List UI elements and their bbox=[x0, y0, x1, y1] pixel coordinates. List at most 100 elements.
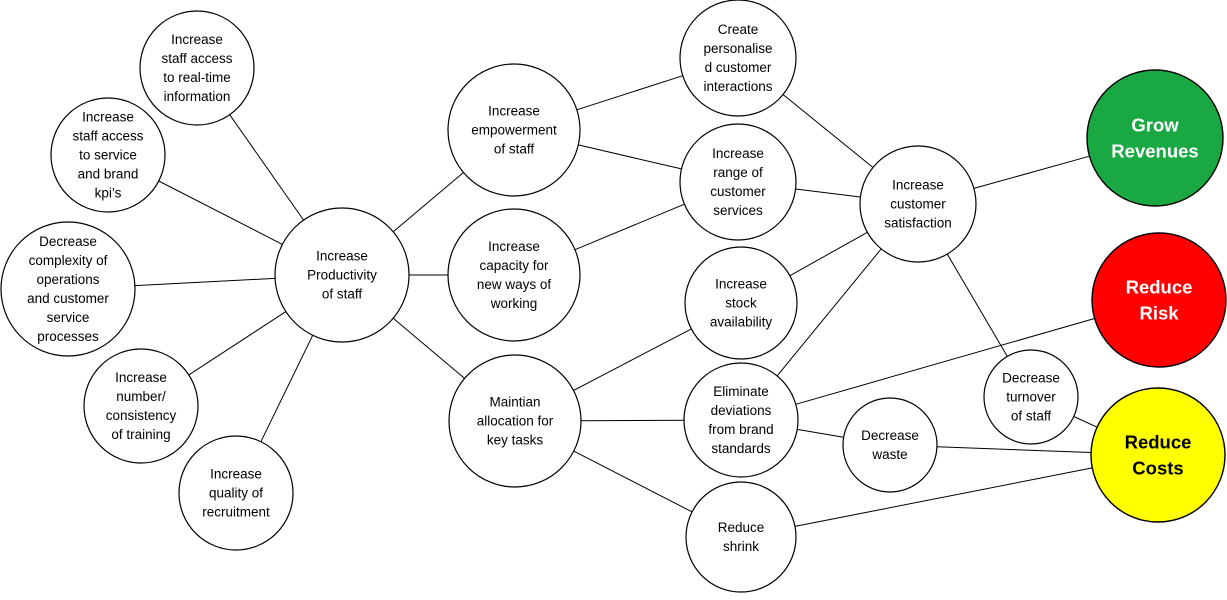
node-capacity-label-line: working bbox=[490, 296, 538, 311]
node-personal-circle bbox=[679, 0, 797, 117]
node-recruit-label-line: Increase bbox=[210, 467, 262, 482]
node-personal-label-line: personalise bbox=[703, 41, 772, 56]
node-complexity-label-line: complexity of bbox=[29, 253, 108, 268]
edge-capacity-to-range bbox=[574, 203, 685, 251]
node-productivity-label-line: Productivity bbox=[307, 268, 377, 283]
edge-allocation-to-stock bbox=[573, 328, 692, 391]
edge-deviations-to-satisfaction bbox=[776, 248, 882, 377]
node-waste-label-line: waste bbox=[871, 447, 907, 462]
node-satisfaction-label-line: Increase bbox=[892, 178, 944, 193]
node-realtime-label-line: Increase bbox=[171, 32, 223, 47]
node-allocation-circle bbox=[448, 354, 582, 488]
node-risk-circle bbox=[1091, 232, 1227, 368]
node-shrink-label-line: Reduce bbox=[718, 520, 765, 535]
node-empower-circle bbox=[447, 63, 581, 197]
node-training-label-line: of training bbox=[111, 427, 170, 442]
node-deviations-circle bbox=[683, 362, 799, 478]
edge-deviations-to-risk bbox=[795, 318, 1095, 405]
node-productivity-label-line: of staff bbox=[322, 287, 363, 302]
edge-satisfaction-to-turnover bbox=[946, 253, 1008, 357]
node-complexity-label-line: processes bbox=[37, 329, 99, 344]
node-shrink-label-line: shrink bbox=[723, 539, 759, 554]
node-shrink: Reduce shrink bbox=[685, 481, 797, 593]
edge-productivity-to-empower bbox=[392, 172, 464, 233]
node-costs-label-line: Reduce bbox=[1125, 432, 1192, 453]
node-realtime-label-line: staff access bbox=[161, 51, 232, 66]
node-satisfaction-label-line: customer bbox=[890, 197, 946, 212]
node-servicekpi-label-line: and brand bbox=[78, 167, 139, 182]
node-realtime-label-line: to real-time bbox=[163, 70, 231, 85]
node-allocation: Maintian allocation for key tasks bbox=[448, 354, 582, 488]
node-personal-label-line: d customer bbox=[705, 60, 772, 75]
node-shrink-circle bbox=[685, 481, 797, 593]
edge-productivity-to-complexity bbox=[134, 277, 276, 287]
node-stock-label-line: Increase bbox=[715, 277, 767, 292]
node-servicekpi-label-line: staff access bbox=[72, 129, 143, 144]
node-deviations-label-line: from brand bbox=[708, 422, 773, 437]
edge-productivity-to-allocation bbox=[392, 317, 465, 379]
node-waste-circle bbox=[842, 397, 938, 493]
node-recruit-circle bbox=[178, 435, 294, 551]
node-training-label-line: number/ bbox=[116, 389, 166, 404]
node-allocation-label-line: key tasks bbox=[487, 433, 544, 448]
node-realtime-circle bbox=[139, 10, 255, 126]
node-capacity-label-line: capacity for bbox=[479, 258, 549, 273]
edge-productivity-to-servicekpi bbox=[158, 180, 283, 245]
node-turnover-circle bbox=[983, 349, 1079, 445]
edge-empower-to-personal bbox=[576, 75, 683, 111]
node-range-label-line: range of bbox=[713, 165, 763, 180]
node-turnover-label-line: turnover bbox=[1006, 390, 1056, 405]
node-deviations-label-line: standards bbox=[711, 441, 771, 456]
node-training-label-line: consistency bbox=[106, 408, 177, 423]
edge-productivity-to-realtime bbox=[229, 114, 305, 221]
node-turnover-label-line: Decrease bbox=[1002, 371, 1060, 386]
node-recruit-label-line: quality of bbox=[209, 486, 263, 501]
node-costs-circle bbox=[1090, 387, 1226, 523]
node-revenues-label-line: Grow bbox=[1131, 115, 1179, 136]
node-revenues-circle bbox=[1086, 69, 1224, 207]
edge-satisfaction-to-revenues bbox=[973, 155, 1090, 189]
node-costs-label-line: Costs bbox=[1132, 458, 1183, 479]
node-range: Increase range of customer services bbox=[679, 123, 797, 241]
edge-waste-to-costs bbox=[936, 446, 1092, 453]
node-capacity-label-line: new ways of bbox=[477, 277, 552, 292]
node-capacity-circle bbox=[447, 208, 581, 342]
node-stock-circle bbox=[684, 246, 798, 360]
node-recruit-label-line: recruitment bbox=[202, 505, 270, 520]
node-allocation-label-line: Maintian bbox=[489, 395, 540, 410]
node-deviations-label-line: deviations bbox=[711, 403, 772, 418]
edge-deviations-to-waste bbox=[797, 428, 844, 438]
node-allocation-label-line: allocation for bbox=[477, 414, 554, 429]
edge-turnover-to-costs bbox=[1073, 416, 1098, 428]
node-risk-label-line: Reduce bbox=[1126, 277, 1193, 298]
node-range-label-line: services bbox=[713, 203, 763, 218]
node-productivity-circle bbox=[274, 207, 410, 343]
node-servicekpi-circle bbox=[50, 97, 166, 213]
node-empower-label-line: empowerment bbox=[471, 123, 557, 138]
node-satisfaction-circle bbox=[859, 145, 977, 263]
node-stock-label-line: availability bbox=[710, 315, 773, 330]
edge-stock-to-satisfaction bbox=[789, 231, 868, 277]
node-recruit: Increase quality of recruitment bbox=[178, 435, 294, 551]
node-range-label-line: Increase bbox=[712, 146, 764, 161]
edge-allocation-to-shrink bbox=[573, 450, 693, 513]
node-range-circle bbox=[679, 123, 797, 241]
edge-productivity-to-recruit bbox=[260, 335, 314, 442]
node-complexity-circle bbox=[0, 221, 136, 357]
node-range-label-line: customer bbox=[710, 184, 766, 199]
node-servicekpi-label-line: kpi’s bbox=[95, 186, 122, 201]
node-servicekpi-label-line: to service bbox=[79, 148, 137, 163]
